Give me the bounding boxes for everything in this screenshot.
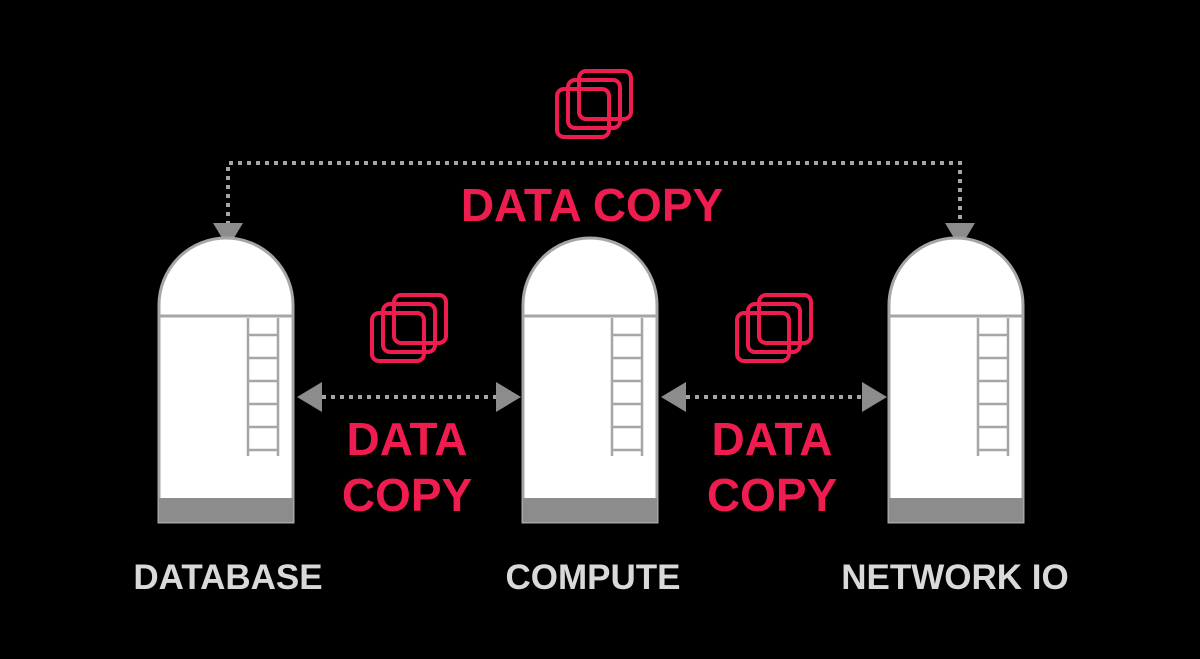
arrow-down-icon <box>945 223 975 248</box>
copy-icon <box>555 69 633 139</box>
arrow-right-icon <box>862 382 887 412</box>
ladder-icon <box>976 318 1010 456</box>
compute-silo <box>521 236 659 524</box>
arrow-right-icon <box>496 382 521 412</box>
left-connection: DATA COPY <box>297 293 521 521</box>
database-label: DATABASE <box>133 558 322 597</box>
arrow-left-icon <box>661 382 686 412</box>
top-connection: DATA COPY <box>213 69 975 248</box>
copy-icon <box>735 293 813 363</box>
arrow-left-icon <box>297 382 322 412</box>
ladder-icon <box>246 318 280 456</box>
left-data-label: DATA <box>347 413 468 465</box>
right-data-label: DATA <box>712 413 833 465</box>
compute-label: COMPUTE <box>506 558 681 597</box>
arrow-down-icon <box>213 223 243 248</box>
right-connection: DATA COPY <box>661 293 887 521</box>
left-copy-label: COPY <box>342 469 472 521</box>
database-silo <box>157 236 295 524</box>
copy-icon <box>370 293 448 363</box>
top-data-copy-label: DATA COPY <box>461 179 723 231</box>
ladder-icon <box>610 318 644 456</box>
right-copy-label: COPY <box>707 469 837 521</box>
network-io-label: NETWORK IO <box>841 558 1068 597</box>
network-io-silo <box>887 236 1025 524</box>
